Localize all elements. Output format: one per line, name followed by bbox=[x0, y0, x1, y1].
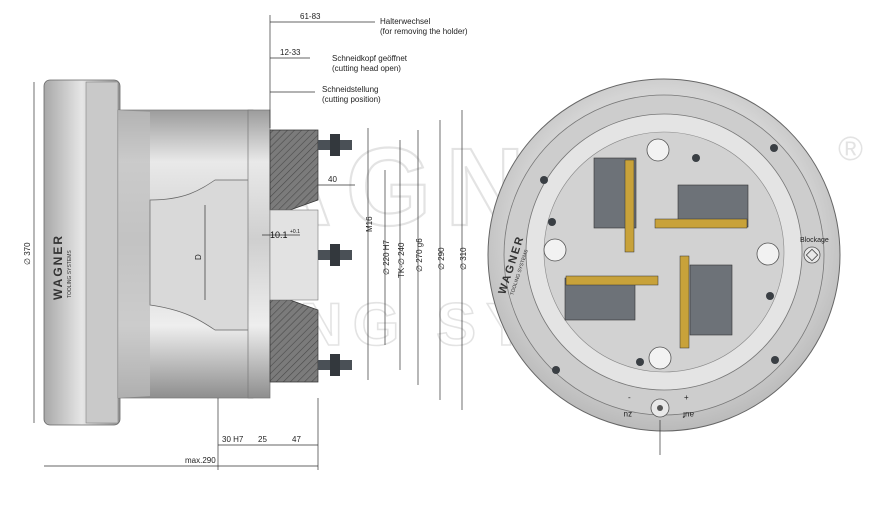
ring-screws bbox=[540, 144, 779, 374]
dim-depth: 10.1 bbox=[270, 230, 288, 240]
note-cut-de: Schneidstellung bbox=[322, 85, 378, 94]
dim-270: ∅ 270 g6 bbox=[415, 238, 424, 272]
note-halter-de: Halterwechsel bbox=[380, 17, 430, 26]
watermark-registered: ® bbox=[838, 130, 863, 168]
adjust-minus: - bbox=[628, 393, 631, 402]
jaw-bottom-right bbox=[679, 255, 733, 349]
side-brand-label: WAGNER bbox=[51, 234, 65, 300]
bolt-upper bbox=[318, 134, 352, 156]
dim-tk240: TK-∅ 240 bbox=[397, 242, 406, 278]
dim-290: ∅ 290 bbox=[437, 247, 446, 270]
note-open-de: Schneidkopf geöffnet bbox=[332, 54, 408, 63]
bolt-middle bbox=[318, 244, 352, 266]
dim-bore-d: D bbox=[194, 254, 203, 260]
jaw-top-left bbox=[593, 157, 637, 253]
adjust-zu-label: zu bbox=[624, 410, 632, 419]
side-dimension-lines bbox=[33, 15, 463, 470]
dim-max: max.290 bbox=[185, 456, 216, 465]
dim-30h7: 30 H7 bbox=[222, 435, 244, 444]
section-upper bbox=[269, 129, 319, 211]
dim-40: 40 bbox=[328, 175, 337, 184]
side-brand-sub: TOOLING SYSTEMS bbox=[67, 250, 73, 298]
adjust-auf-label: auf bbox=[682, 410, 694, 419]
dim-220: ∅ 220 H7 bbox=[382, 239, 391, 275]
blockage-label: Blockage bbox=[800, 237, 829, 244]
note-open-dim: 12-33 bbox=[280, 48, 301, 57]
guide-pin-top bbox=[646, 138, 670, 162]
section-lower bbox=[269, 299, 319, 383]
dim-310: ∅ 310 bbox=[459, 247, 468, 270]
guide-pin-left bbox=[543, 238, 567, 262]
jaw-bottom-left bbox=[564, 275, 659, 321]
dim-47: 47 bbox=[292, 435, 301, 444]
note-halter-dim: 61-83 bbox=[300, 12, 321, 21]
front-collar bbox=[247, 109, 271, 399]
note-halter-en: (for removing the holder) bbox=[380, 27, 468, 36]
dim-depth-tol: +0.1 bbox=[290, 229, 300, 235]
adjust-plus: + bbox=[684, 393, 689, 402]
guide-pin-right bbox=[756, 242, 780, 266]
side-view: WAGNER TOOLING SYSTEMS 61-83 bbox=[23, 12, 468, 470]
note-open-en: (cutting head open) bbox=[332, 64, 401, 73]
inner-bore bbox=[149, 179, 263, 331]
blockage-knob bbox=[803, 246, 821, 264]
jaw-top-right bbox=[654, 184, 749, 229]
adjust-dial bbox=[650, 398, 670, 418]
dim-25: 25 bbox=[258, 435, 267, 444]
guide-pin-bottom bbox=[648, 346, 672, 370]
note-cut-en: (cutting position) bbox=[322, 95, 381, 104]
dim-370: ∅ 370 bbox=[23, 242, 32, 265]
front-view: Blockage WAGNER TOOLING SYSTEMS zu auf -… bbox=[487, 78, 841, 455]
bolt-lower bbox=[318, 354, 352, 376]
dim-m16: M16 bbox=[365, 216, 374, 232]
